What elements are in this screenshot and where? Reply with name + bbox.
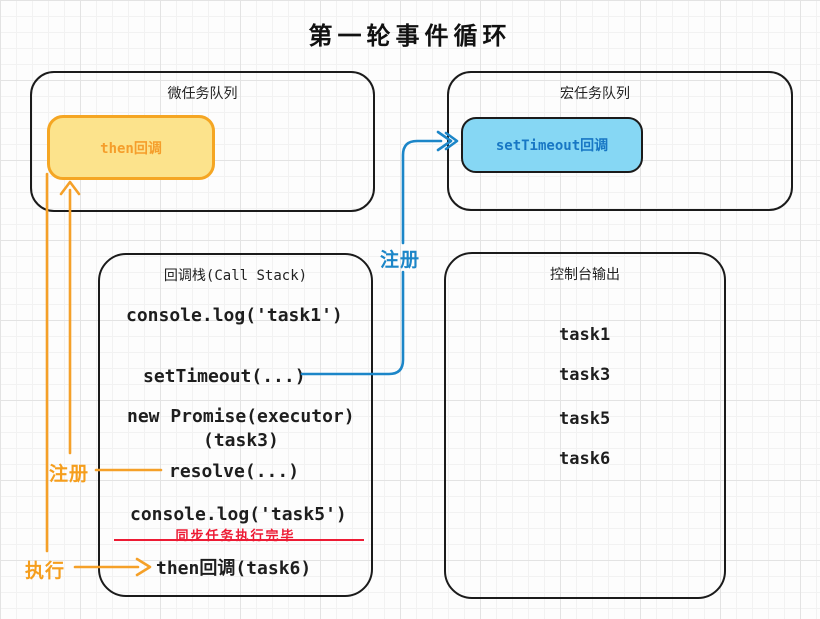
code-line-task3: (task3) bbox=[203, 430, 279, 451]
settimeout-callback-chip: setTimeout回调 bbox=[461, 117, 643, 173]
code-line-then-callback: then回调(task6) bbox=[156, 558, 312, 579]
code-line-resolve: resolve(...) bbox=[169, 461, 300, 482]
execute-label: 执行 bbox=[25, 560, 66, 582]
console-line-task3: task3 bbox=[559, 365, 611, 385]
console-output-label: 控制台输出 bbox=[550, 267, 620, 283]
macrotask-queue-label: 宏任务队列 bbox=[560, 86, 630, 102]
register-label-orange: 注册 bbox=[49, 463, 90, 485]
then-callback-chip: then回调 bbox=[47, 115, 215, 180]
sync-done-divider bbox=[114, 539, 364, 541]
code-line-new-promise: new Promise(executor) bbox=[127, 406, 355, 427]
page-title: 第一轮事件循环 bbox=[308, 22, 512, 50]
console-line-task6: task6 bbox=[559, 449, 611, 469]
register-label-blue: 注册 bbox=[380, 249, 421, 271]
console-output-box: 控制台输出 task1 task3 task5 task6 bbox=[444, 252, 726, 599]
call-stack-box: 回调栈(Call Stack) console.log('task1') set… bbox=[98, 253, 373, 597]
code-line-task5: console.log('task5') bbox=[130, 504, 347, 525]
code-line-settimeout: setTimeout(...) bbox=[143, 366, 306, 387]
macrotask-queue-box: 宏任务队列 setTimeout回调 bbox=[447, 71, 793, 211]
console-line-task1: task1 bbox=[559, 325, 611, 345]
microtask-queue-box: 微任务队列 then回调 bbox=[30, 71, 375, 212]
sync-done-label: 同步任务执行完毕 bbox=[175, 529, 296, 544]
microtask-queue-label: 微任务队列 bbox=[167, 86, 238, 102]
code-line-task1: console.log('task1') bbox=[126, 305, 343, 326]
call-stack-label: 回调栈(Call Stack) bbox=[163, 268, 308, 284]
console-line-task5: task5 bbox=[559, 409, 611, 429]
